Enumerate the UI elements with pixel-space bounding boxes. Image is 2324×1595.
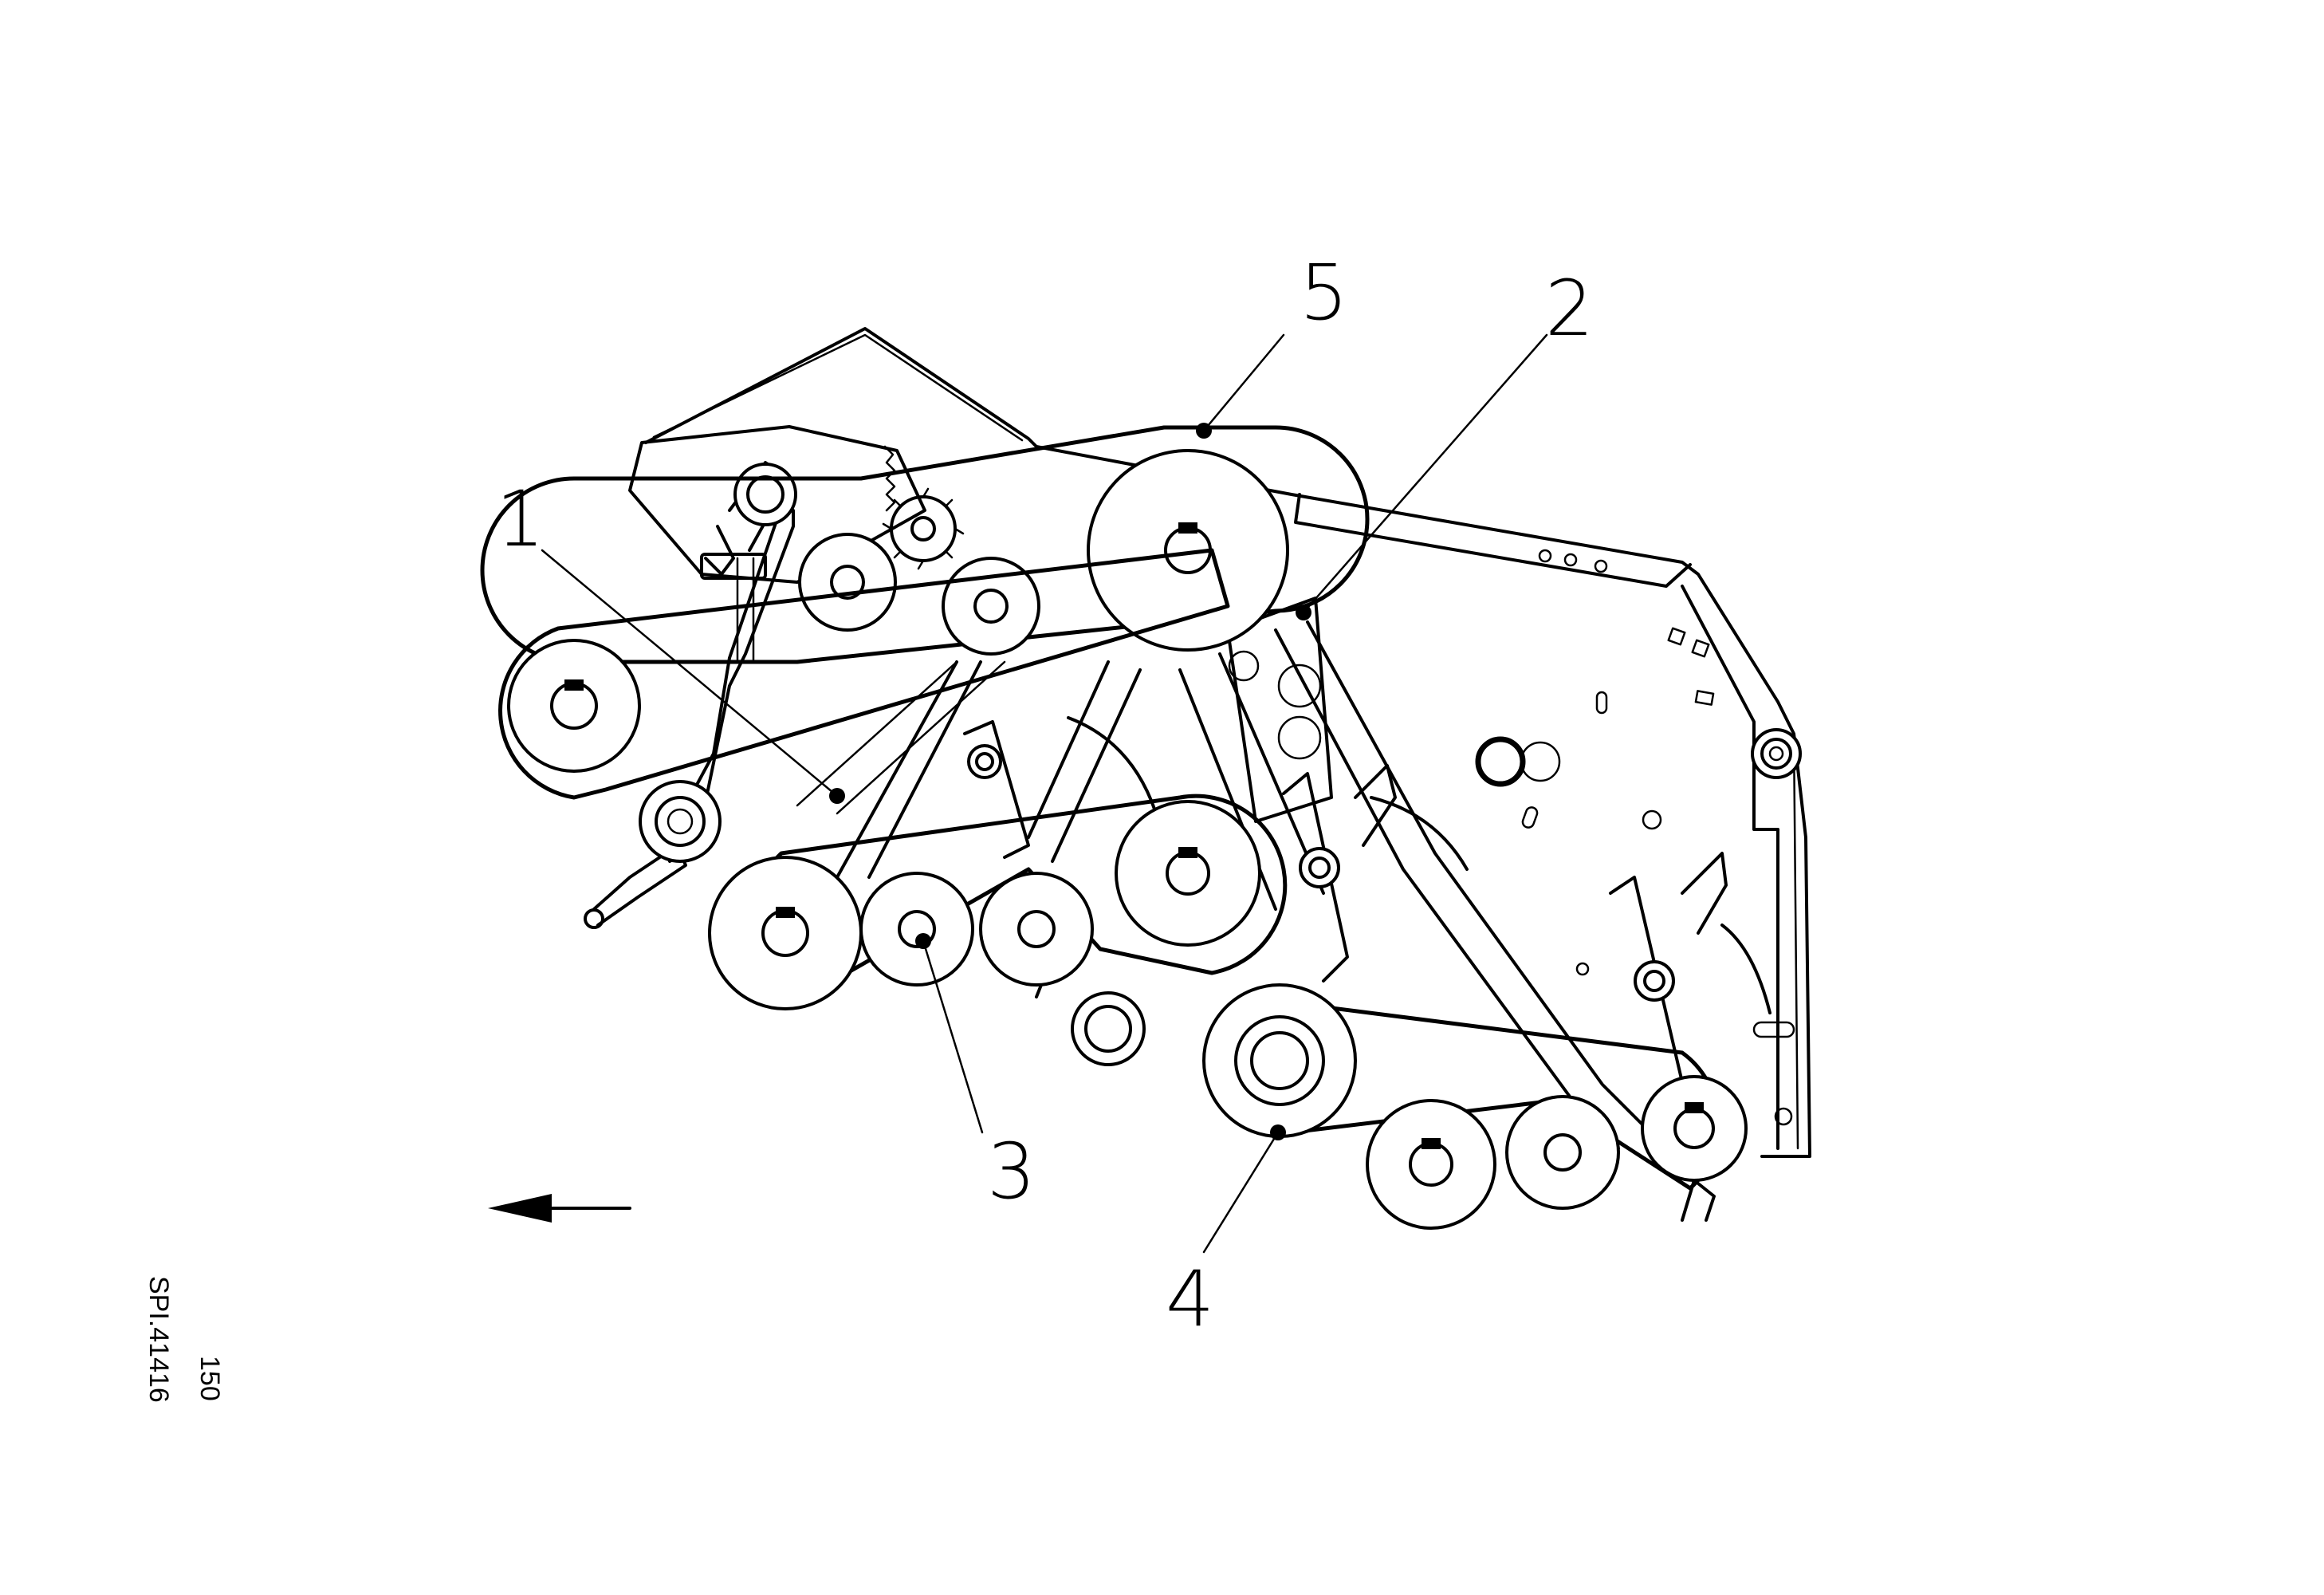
gear-icon xyxy=(882,487,965,570)
belt-3 xyxy=(708,794,1288,1066)
machine-frame xyxy=(584,327,1811,1158)
drawing-number: 150 xyxy=(195,1356,225,1401)
leader-lines xyxy=(541,333,1548,1254)
belt-1 xyxy=(498,548,1230,800)
callout-1: 1 xyxy=(496,475,545,564)
callout-4: 4 xyxy=(1166,1254,1214,1344)
belt-4 xyxy=(1202,983,1748,1230)
drawing-code: SPI.41416 xyxy=(144,1276,174,1403)
callout-5: 5 xyxy=(1300,248,1348,337)
callout-3: 3 xyxy=(987,1127,1036,1216)
belt-5 xyxy=(480,425,1370,664)
callout-2: 2 xyxy=(1545,264,1594,353)
left-arrow-icon xyxy=(488,1194,631,1223)
